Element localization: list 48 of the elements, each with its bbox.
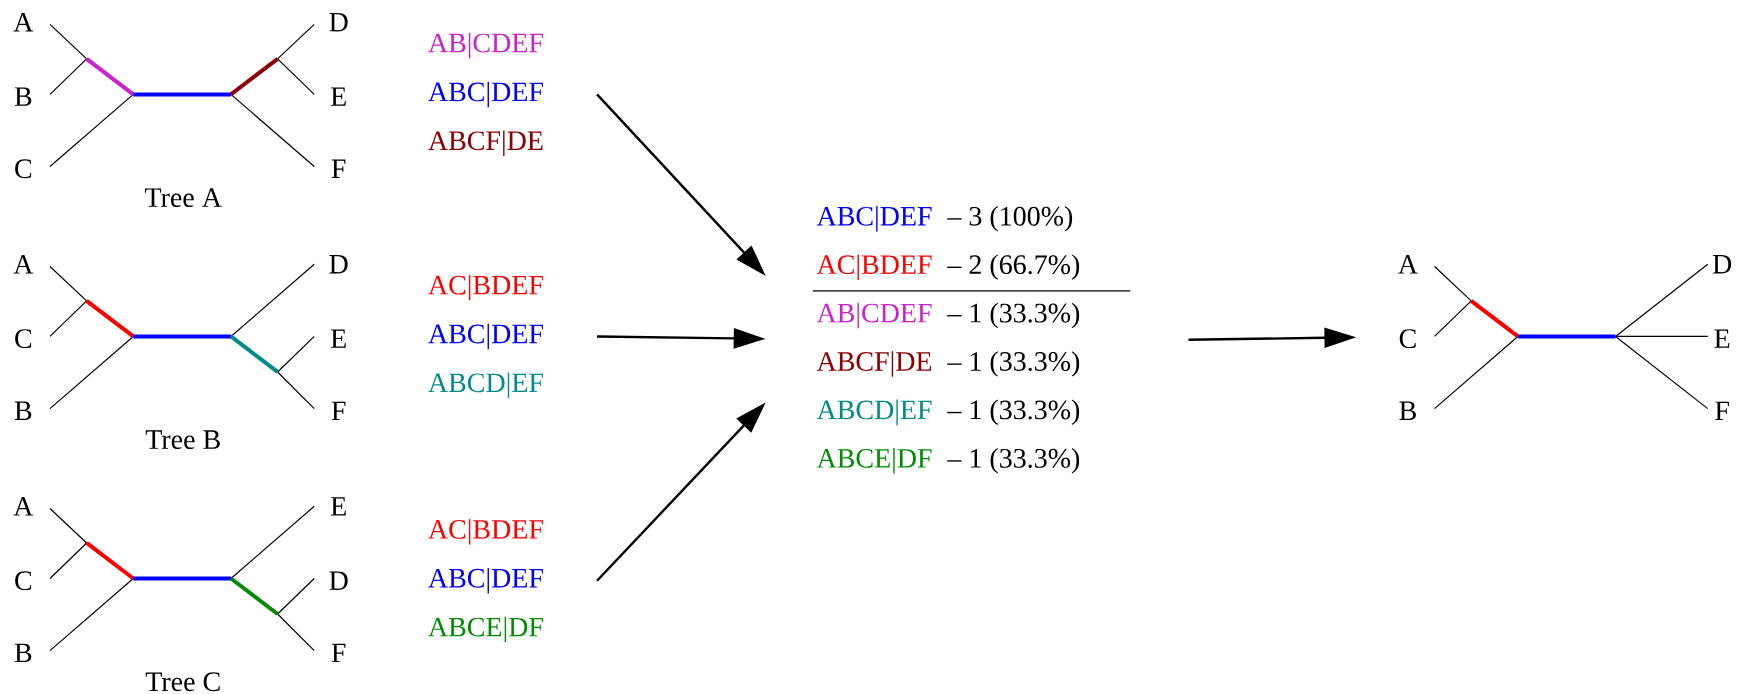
leaf-label: C	[15, 571, 32, 591]
tree-caption: Tree B	[145, 430, 220, 449]
leaf-label: F	[331, 401, 346, 420]
leaf-label: E	[330, 87, 346, 106]
split-label: ABCE|DF	[816, 448, 932, 474]
count-label: – 1 (33.3%)	[947, 448, 1080, 474]
leaf-label: B	[14, 643, 32, 663]
split-label: AB|CDEF	[816, 302, 932, 329]
split-label: AC|BDEF	[428, 519, 543, 545]
tree-caption: Tree C	[145, 672, 220, 692]
tree-caption: Tree A	[144, 188, 222, 208]
split-label: ABCF|DE	[428, 130, 543, 156]
split-label: ABC|DEF	[428, 81, 543, 108]
leaf-label: D	[329, 571, 348, 590]
leaf-label: B	[1399, 401, 1416, 421]
split-label: ABC|DEF	[428, 323, 543, 350]
leaf-label: F	[331, 643, 346, 663]
leaf-label: C	[15, 159, 32, 179]
leaf-label: A	[13, 497, 34, 516]
leaf-label: B	[14, 87, 32, 106]
split-label: AB|CDEF	[428, 32, 543, 59]
split-label: ABC|DEF	[816, 206, 932, 232]
count-label: – 1 (33.3%)	[947, 399, 1080, 426]
count-label: – 3 (100%)	[947, 206, 1073, 232]
split-label: ABCD|EF	[428, 372, 543, 399]
leaf-label: E	[330, 329, 346, 348]
leaf-label: F	[1715, 401, 1729, 420]
leaf-label: E	[1714, 329, 1730, 348]
split-label: ABCF|DE	[816, 351, 932, 377]
leaf-label: D	[329, 13, 348, 32]
leaf-label: B	[14, 401, 32, 421]
leaf-label: C	[1399, 329, 1416, 349]
leaf-label: A	[13, 255, 34, 274]
leaf-label: D	[329, 255, 348, 274]
split-label: AC|BDEF	[816, 254, 932, 280]
count-label: – 1 (33.3%)	[947, 302, 1080, 329]
leaf-label: A	[1398, 255, 1418, 274]
leaf-label: C	[15, 329, 32, 349]
split-label: ABCD|EF	[816, 399, 932, 426]
count-label: – 2 (66.7%)	[947, 254, 1080, 280]
leaf-label: F	[331, 159, 346, 178]
leaf-label: D	[1712, 255, 1732, 274]
count-label: – 1 (33.3%)	[947, 351, 1080, 377]
split-label: ABC|DEF	[428, 567, 543, 594]
split-label: AC|BDEF	[428, 274, 543, 301]
leaf-label: A	[13, 12, 34, 32]
leaf-label: E	[330, 497, 346, 516]
split-label: ABCE|DF	[428, 616, 543, 643]
